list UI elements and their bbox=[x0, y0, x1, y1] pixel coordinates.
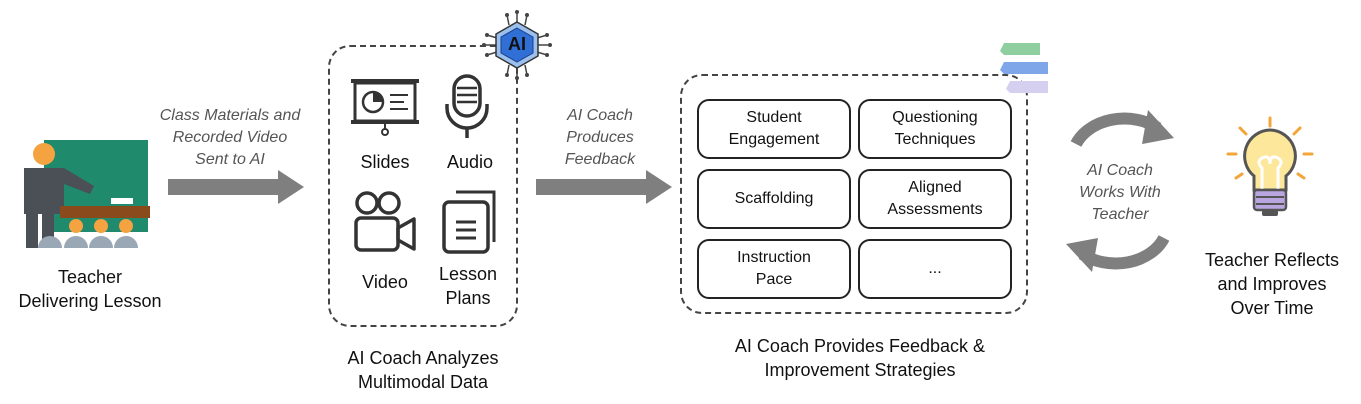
ai-chip-badge: AI bbox=[482, 10, 552, 80]
video-label: Video bbox=[362, 272, 408, 292]
teacher-caption-line1: Teacher bbox=[57, 267, 123, 287]
audio-label: Audio bbox=[446, 152, 494, 172]
teacher-section: Teacher Delivering Lesson bbox=[0, 110, 180, 311]
arrow2-note: AI Coach Produces Feedback bbox=[564, 107, 636, 168]
feedback-dashed-box bbox=[680, 74, 1028, 314]
arrow1-right-arrow bbox=[168, 170, 304, 204]
feedback-scaffolding: Scaffolding bbox=[697, 169, 851, 229]
video-camera-icon bbox=[354, 191, 416, 252]
lightbulb-icon bbox=[1226, 116, 1314, 216]
analyze-caption: AI Coach Analyzes Multimodal Data bbox=[347, 348, 499, 392]
teacher-caption-line2: Delivering Lesson bbox=[18, 291, 162, 311]
teacher-at-chalkboard-icon bbox=[24, 140, 150, 248]
lesson-plans-label: Lesson Plans bbox=[438, 264, 498, 308]
document-icon bbox=[442, 190, 496, 254]
chat-bubbles-icon bbox=[1000, 43, 1048, 93]
ai-badge-label: AI bbox=[508, 34, 526, 54]
analyze-dashed-box bbox=[328, 45, 518, 327]
microphone-icon bbox=[445, 74, 489, 138]
feedback-caption: AI Coach Provides Feedback & Improvement… bbox=[734, 336, 986, 380]
arrow1-note: Class Materials and Recorded Video Sent … bbox=[159, 107, 301, 168]
ai-chip-icon bbox=[482, 10, 552, 80]
slides-presentation-icon bbox=[351, 79, 419, 136]
outcome-caption: Teacher Reflects and Improves Over Time bbox=[1204, 250, 1340, 318]
cycle-arrows-icon bbox=[1066, 110, 1174, 272]
slides-label: Slides bbox=[360, 152, 410, 172]
feedback-more: ... bbox=[858, 239, 1012, 299]
cycle-note: AI Coach Works With Teacher bbox=[1079, 162, 1161, 223]
arrow2-right-arrow bbox=[536, 170, 672, 204]
